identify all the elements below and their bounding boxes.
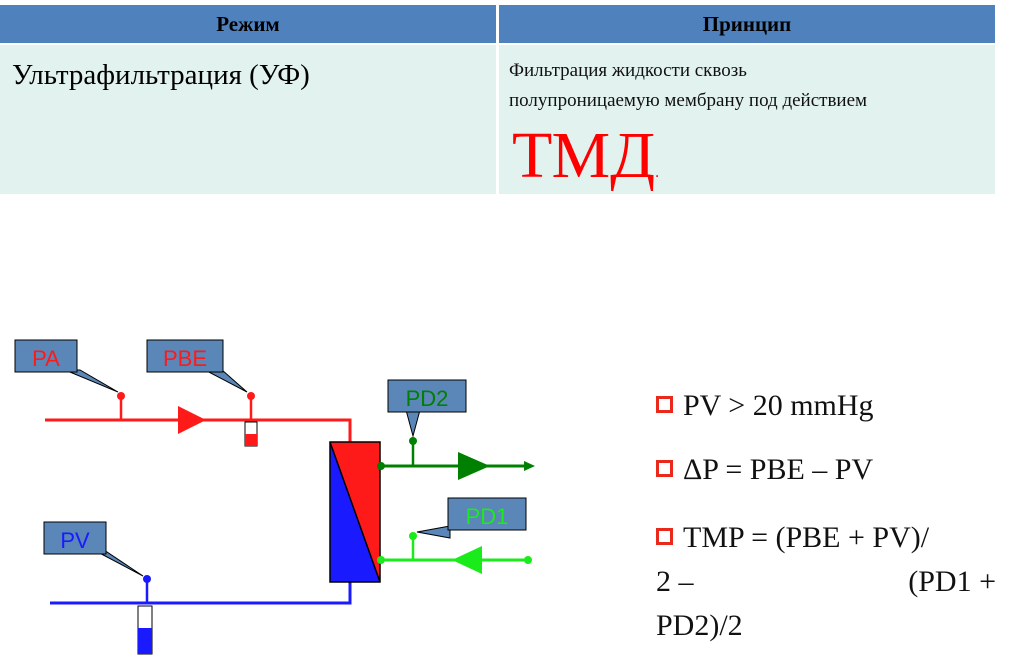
label-pbe: PBE <box>146 339 248 393</box>
label-pd1-text: PD1 <box>466 504 509 529</box>
tmd-key: ТМД <box>512 119 656 192</box>
bullet-tmp-line2b: (PD1 + <box>908 565 996 598</box>
arterial-line <box>45 392 352 447</box>
label-pa: PA <box>14 339 119 393</box>
checkbox-bullet-icon <box>656 460 673 477</box>
bullet-tmp-line2a: 2 – <box>656 565 694 598</box>
principle-line-1: Фильтрация жидкости сквозь <box>509 60 747 81</box>
checkbox-bullet-icon <box>656 528 673 545</box>
header-mode: Режим <box>0 5 496 43</box>
label-pv-text: PV <box>60 528 90 553</box>
tmd-period: . <box>655 164 660 181</box>
principle-text: Фильтрация жидкости сквозь полупроницаем… <box>509 56 989 116</box>
label-pv: PV <box>43 521 144 577</box>
label-pa-text: PA <box>32 346 60 371</box>
venous-line <box>50 575 352 655</box>
principle-line-2: полупроницаемую мембрану под действием <box>509 90 868 111</box>
dialysate-out-line <box>377 437 535 480</box>
checkbox-bullet-icon <box>656 396 673 413</box>
tmd-term: ТМД. <box>512 123 659 206</box>
mode-cell: Ультрафильтрация (УФ) <box>0 45 496 194</box>
mode-name: Ультрафильтрация (УФ) <box>12 59 310 91</box>
bullet-pv-text: PV > 20 mmHg <box>683 389 874 422</box>
header-principle: Принцип <box>499 5 995 43</box>
bullet-pv: PV > 20 mmHg <box>656 384 874 428</box>
bullet-tmp-line1: TMP = (PBE + PV)/ <box>656 516 996 560</box>
label-pbe-text: PBE <box>163 346 207 371</box>
label-pd1: PD1 <box>416 497 527 539</box>
bullet-tmp-line3: PD2)/2 <box>656 609 743 642</box>
dialyzer <box>329 441 381 583</box>
dialysate-in-line <box>377 532 532 574</box>
bullet-tmp: TMP = (PBE + PV)/ 2 – (PD1 + PD2)/2 <box>656 516 996 648</box>
bullet-delta-p: ΔP = PBE – PV <box>656 448 873 492</box>
dialysis-pressure-diagram: PA PBE PD2 PD1 PV <box>14 339 535 655</box>
bullet-tmp-line2: 2 – (PD1 + <box>656 560 996 604</box>
bullet-delta-p-text: ΔP = PBE – PV <box>683 453 874 486</box>
label-pd2: PD2 <box>387 379 467 438</box>
bullet-tmp-line1-text: TMP = (PBE + PV)/ <box>683 521 930 554</box>
principle-cell: Фильтрация жидкости сквозь полупроницаем… <box>499 45 995 194</box>
label-pd2-text: PD2 <box>406 386 449 411</box>
